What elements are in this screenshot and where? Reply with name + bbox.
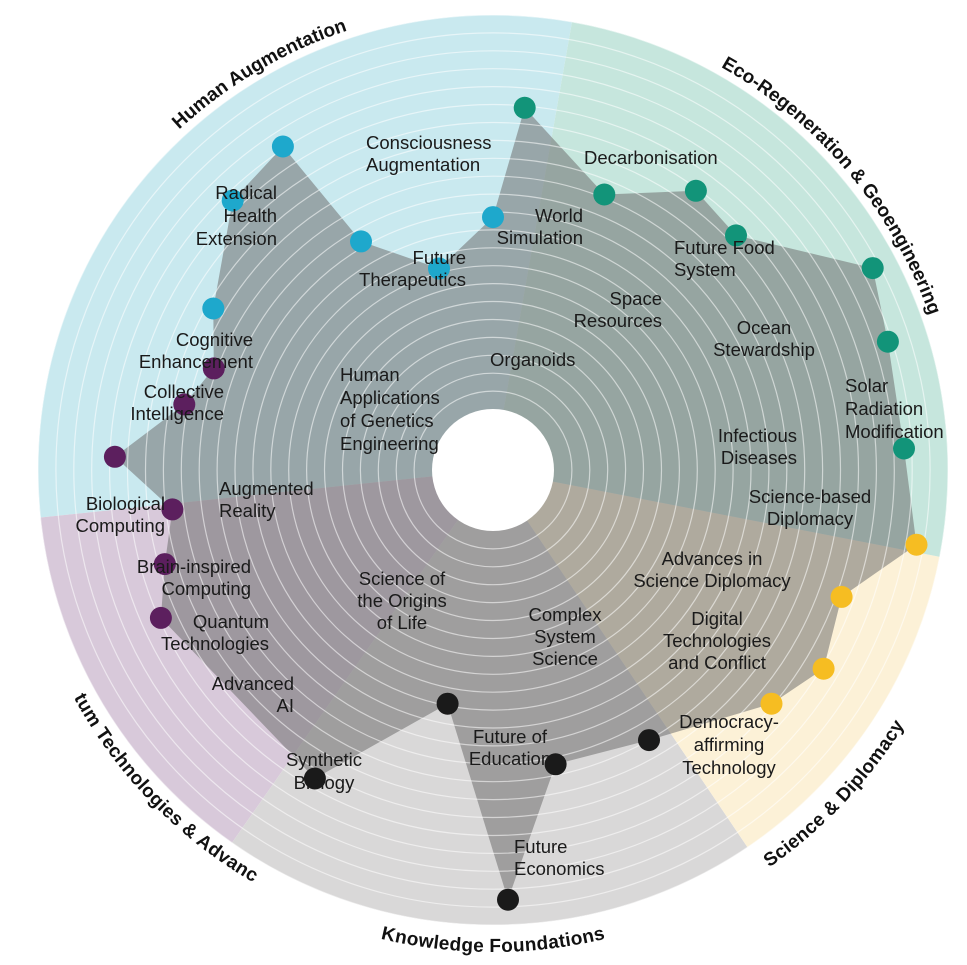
point-collective-intelligence: [202, 357, 225, 380]
point-future-food-system: [684, 179, 707, 202]
ring-gridline: [198, 175, 788, 765]
ring-gridline: [144, 121, 842, 819]
point-synthetic-biology: [303, 767, 326, 790]
point-augmented-reality: [173, 393, 196, 416]
point-world-simulation: [593, 183, 616, 206]
ring-gridline: [55, 32, 931, 908]
point-advanced-ai: [149, 606, 172, 629]
ring-gridline: [323, 300, 663, 640]
center-hole: [432, 409, 554, 531]
point-infectious-diseases: [893, 437, 915, 460]
point-brain-inspired-computing: [161, 498, 184, 521]
ring-gridline: [288, 265, 698, 675]
point-science-of-the-origins-of-life: [436, 692, 459, 715]
ring-gridline: [73, 50, 913, 890]
point-consciousness-augmentation: [271, 135, 294, 158]
point-radical-health-extension: [221, 189, 244, 212]
point-solar-radiation-modification: [876, 330, 899, 353]
point-digital-technologies-and-conflict: [812, 657, 835, 680]
point-future-therapeutics: [482, 206, 504, 229]
ring-gridline: [270, 247, 716, 693]
ring-gridline: [216, 193, 770, 747]
point-advances-in-science-diplomacy: [830, 585, 853, 608]
category-knowledge-foundations: Knowledge Foundations: [379, 923, 606, 957]
point-future-of-education: [544, 753, 567, 776]
ring-gridline: [341, 318, 645, 622]
point-organoids: [428, 257, 450, 280]
point-space-resources: [725, 224, 747, 247]
ring-gridline: [395, 372, 591, 568]
point-complex-system-science: [638, 729, 660, 752]
point-quantum-technologies: [153, 553, 176, 576]
ring-gridline: [252, 229, 734, 711]
point-decarbonisation: [513, 96, 536, 119]
ring-gridline: [413, 390, 573, 550]
ring-gridline: [306, 283, 680, 657]
ring-gridline: [359, 336, 627, 604]
point-human-applications-of-genetics-engineering: [350, 230, 372, 253]
ring-gridlines: [38, 15, 948, 925]
ring-gridline: [180, 157, 806, 783]
label-organoids: Organoids: [490, 349, 575, 370]
point-science-based-diplomacy: [905, 533, 928, 556]
point-ocean-stewardship: [861, 257, 884, 280]
ring-gridline: [162, 139, 824, 801]
ring-gridline: [126, 103, 860, 837]
ring-gridline: [91, 68, 895, 872]
ring-gridline: [377, 354, 609, 586]
point-future-economics: [497, 888, 519, 911]
data-points: [103, 96, 928, 911]
label-decarbonisation: Decarbonisation: [584, 147, 718, 168]
point-biological-computing: [103, 445, 126, 468]
ring-gridline: [109, 86, 877, 854]
point-democracy-affirming-technology: [760, 692, 783, 715]
point-cognitive-enhancement: [202, 297, 225, 320]
